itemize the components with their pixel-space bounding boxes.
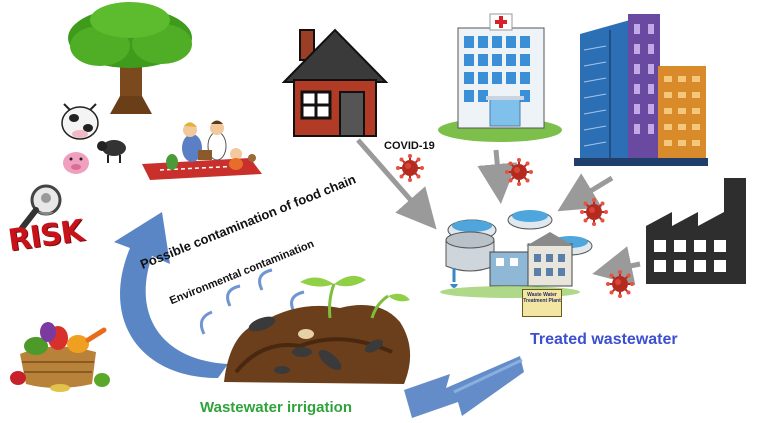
arrow-factory-to-plant — [592, 246, 641, 286]
house-icon — [281, 28, 389, 137]
arrow-irrigation-to-risk — [114, 212, 228, 378]
cow-icon — [61, 103, 99, 140]
covid-label: COVID-19 — [384, 140, 435, 152]
tree-icon — [68, 2, 192, 114]
treated-wastewater-label: Treated wastewater — [530, 331, 678, 348]
skyscraper-icon — [574, 14, 708, 166]
soil-seedling-icon — [224, 275, 411, 384]
treatment-plant-icon — [440, 210, 593, 298]
family-picnic-icon — [142, 120, 262, 180]
magnifier-icon — [19, 184, 62, 231]
sheep-icon — [97, 140, 126, 163]
arrow-house-to-plant — [356, 138, 437, 230]
virus-icon — [605, 269, 635, 299]
hospital-icon — [438, 13, 562, 142]
wastewater-irrigation-label: Wastewater irrigation — [200, 399, 352, 416]
virus-icon — [395, 153, 425, 183]
arrow-hospital-to-plant — [477, 149, 518, 204]
arrow-city-to-plant — [557, 173, 614, 212]
factory-icon — [646, 178, 746, 284]
treatment-plant-sign: Waste Water Treatment Plant — [522, 289, 562, 317]
pig-icon — [63, 152, 89, 174]
inflow-arrows — [356, 138, 641, 286]
virus-icon — [579, 197, 609, 227]
vegetable-basket-icon — [10, 322, 110, 392]
virus-icon — [504, 157, 534, 187]
